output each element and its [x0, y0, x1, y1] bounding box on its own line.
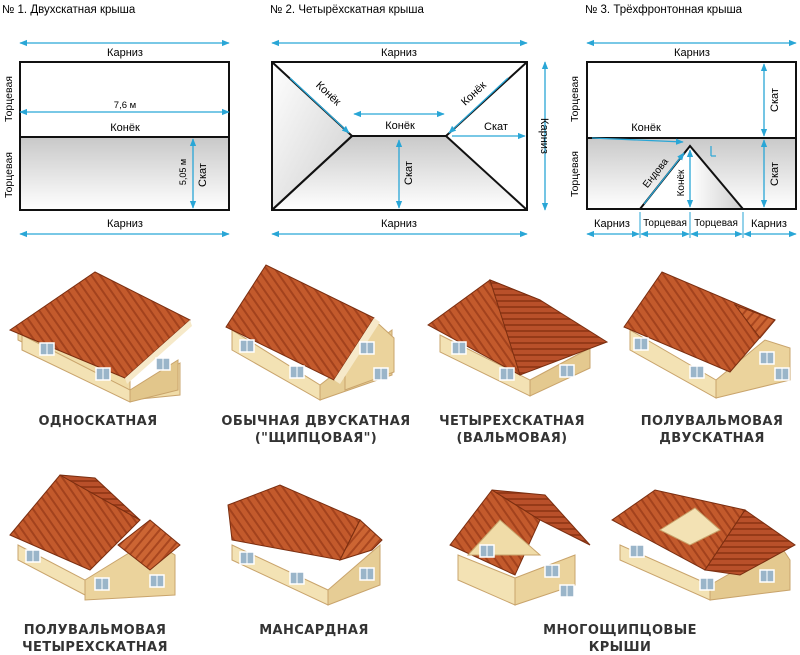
width-label: 5,05 м	[178, 159, 188, 185]
gable-top-label: Торцевая	[569, 76, 581, 122]
caption-hip-2: (ВАЛЬМОВАЯ)	[457, 431, 568, 446]
caption-multi-gable-2: КРЫШИ	[589, 640, 652, 655]
gable-bottom-label: Торцевая	[3, 152, 15, 198]
eave-bottom-label: Карниз	[381, 218, 417, 230]
plan-3-outline	[586, 61, 797, 210]
house-half-hip-four-pitch	[9, 474, 181, 601]
ridge-label: Конёк	[110, 122, 140, 134]
ridge-arrow	[591, 137, 684, 145]
plan-2-outline	[271, 61, 528, 211]
eave-top-label: Карниз	[381, 47, 417, 59]
small-ridge-label: Конёк	[676, 169, 687, 196]
caption-shed: ОДНОСКАТНАЯ	[38, 414, 157, 429]
house-shed-roof	[8, 271, 192, 403]
slope-top-label: Скат	[769, 88, 781, 112]
eave-bottom-label: Карниз	[107, 218, 143, 230]
ridge-label: Конёк	[631, 122, 661, 134]
house-mansard	[227, 484, 383, 606]
house-gable-roof	[225, 264, 395, 401]
hip-line-br	[445, 135, 528, 211]
caption-half-hip-four-1: ПОЛУВАЛЬМОВАЯ	[24, 623, 167, 638]
caption-half-hip-1: ПОЛУВАЛЬМОВАЯ	[641, 414, 784, 429]
eave-top-label: Карниз	[107, 47, 143, 59]
slope-right-label: Скат	[484, 121, 508, 133]
caption-half-hip-four-2: ЧЕТЫРЕХСКАТНАЯ	[22, 640, 168, 655]
hip-right-arrow	[448, 77, 509, 134]
caption-half-hip-2: ДВУСКАТНАЯ	[659, 431, 765, 446]
plan-3-three-gable-roof: № 3. Трёхфронтонная крыша Карниз Конёк Е…	[569, 4, 797, 238]
plan-2-title: № 2. Четырёхскатная крыша	[270, 4, 424, 16]
caption-mansard: МАНСАРДНАЯ	[259, 623, 369, 638]
slope-center-label: Скат	[403, 161, 415, 185]
side-eave-label: Карниз	[538, 118, 550, 154]
front-right-label: Торцевая	[694, 218, 738, 229]
eave-left-label: Карниз	[594, 218, 630, 230]
slope-shading	[587, 138, 796, 209]
plan-3-title: № 3. Трёхфронтонная крыша	[585, 4, 743, 16]
house-half-hip-gable	[623, 271, 791, 399]
front-left-label: Торцевая	[643, 218, 687, 229]
ridge-label: Конёк	[385, 120, 415, 132]
length-label: 7,6 м	[114, 100, 136, 111]
plan-1-gable-roof: № 1. Двухскатная крыша Карниз 7,6 м Конё…	[2, 4, 230, 238]
caption-gable-1: ОБЫЧНАЯ ДВУСКАТНАЯ	[221, 414, 410, 429]
gable-top-label: Торцевая	[3, 76, 15, 122]
house-hip-roof	[427, 279, 609, 397]
plan-1-title: № 1. Двухскатная крыша	[2, 4, 136, 16]
hip-left-arrow	[289, 77, 350, 134]
left-hip-shading	[272, 62, 350, 210]
eave-top-label: Карниз	[674, 47, 710, 59]
hip-right-label: Конёк	[459, 79, 489, 108]
house-multi-gable	[449, 489, 591, 606]
gable-bottom-label: Торцевая	[569, 151, 581, 197]
caption-hip-1: ЧЕТЫРЕХСКАТНАЯ	[439, 414, 585, 429]
house-multi-gable-hip	[611, 489, 796, 601]
caption-multi-gable-1: МНОГОЩИПЦОВЫЕ	[543, 623, 697, 638]
valley-arrow	[643, 152, 685, 205]
caption-gable-2: ("ЩИПЦОВАЯ")	[255, 431, 377, 446]
plan-2-hip-roof: № 2. Четырёхскатная крыша Карниз Конёк К…	[270, 4, 550, 238]
slope-label: Скат	[197, 163, 209, 187]
hip-line-bl	[271, 135, 353, 211]
eave-right-label: Карниз	[751, 218, 787, 230]
captions: ОДНОСКАТНАЯ ОБЫЧНАЯ ДВУСКАТНАЯ ("ЩИПЦОВА…	[22, 414, 783, 655]
slope-bottom-label: Скат	[769, 162, 781, 186]
